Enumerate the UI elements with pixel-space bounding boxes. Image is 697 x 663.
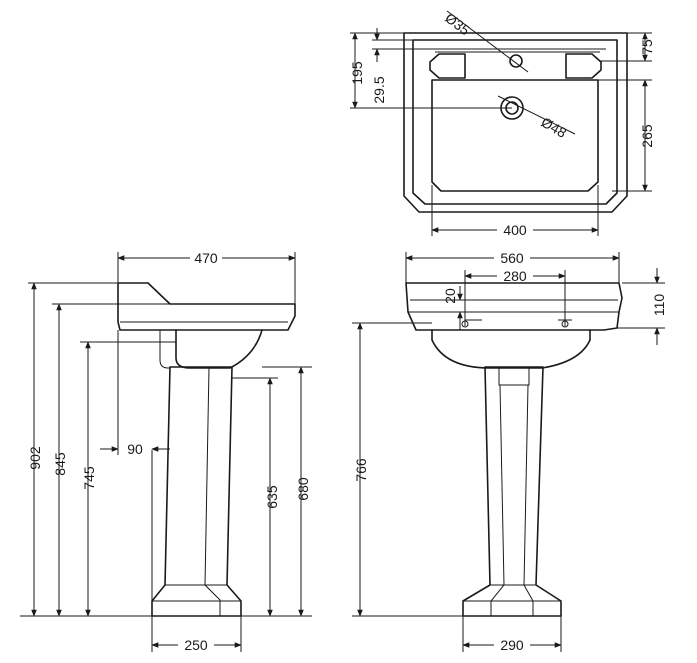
bowl-front (431, 329, 591, 369)
hole-diameter-label: Ø35 (442, 10, 473, 39)
basin-side-profile (117, 282, 296, 331)
front-base-label: 290 (500, 637, 524, 653)
side-depth-label: 470 (194, 250, 218, 266)
pedestal-front (462, 366, 562, 617)
pedestal-rim-label: 680 (295, 477, 311, 501)
right-tap-recess (565, 53, 602, 79)
front-depth-label: 195 (349, 61, 365, 85)
bowl-underside (175, 329, 263, 369)
basin-height-label: 110 (651, 294, 667, 317)
side-view: 470 902 845 745 90 635 680 250 (20, 250, 312, 653)
waste-diameter-label: Ø48 (539, 114, 570, 141)
bowl-width-label: 400 (503, 222, 527, 238)
pedestal-underside-label: 635 (264, 485, 280, 509)
tap-hole-depth-label: 20 (442, 288, 458, 304)
tap-centres-label: 280 (503, 268, 527, 284)
waste-leader (497, 95, 576, 135)
pedestal-side (151, 366, 242, 617)
front-view: 560 280 20 110 766 290 (352, 250, 667, 653)
tap-hole (509, 54, 523, 68)
left-tap-recess (429, 53, 466, 79)
back-upstand-label: 75 (639, 39, 655, 55)
waste-offset-label: 90 (127, 441, 143, 457)
hole-leader (446, 10, 529, 73)
basin-front-profile (405, 282, 623, 331)
front-height-label: 766 (353, 458, 369, 482)
top-view: Ø35 Ø48 195 29.5 75 265 400 (349, 10, 655, 238)
waste-height-label: 745 (81, 466, 97, 490)
front-width-label: 560 (500, 250, 524, 266)
tap-offset-label: 29.5 (371, 76, 387, 103)
total-height-label: 902 (27, 446, 43, 470)
side-base-label: 250 (184, 637, 208, 653)
trap-pipe (159, 330, 170, 369)
bowl-depth-label: 265 (639, 124, 655, 148)
rim-height-label: 845 (52, 452, 68, 476)
basin-rim-inner (412, 39, 618, 205)
